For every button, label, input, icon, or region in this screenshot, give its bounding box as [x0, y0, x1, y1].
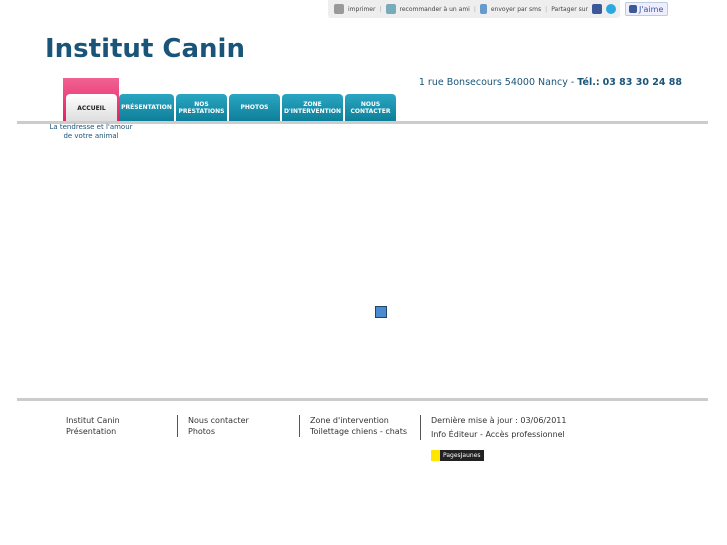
recommend-icon	[385, 4, 396, 14]
tab-prestations[interactable]: NOS PRESTATIONS	[176, 94, 227, 121]
footer-link[interactable]: Présentation	[66, 427, 117, 436]
phone-icon	[479, 4, 487, 14]
facebook-icon	[629, 5, 637, 13]
tab-contact[interactable]: NOUS CONTACTER	[345, 94, 396, 121]
footer-link[interactable]: Toilettage chiens - chats	[310, 427, 408, 436]
share-label: Partager sur	[551, 5, 588, 13]
divider	[17, 398, 708, 401]
footer-link[interactable]: Photos	[188, 427, 215, 436]
pro-access-link[interactable]: Accès professionnel	[485, 430, 565, 439]
footer-col-3: Zone d'intervention Toilettage chiens - …	[299, 415, 407, 437]
twitter-icon[interactable]	[605, 4, 616, 14]
toolbar: imprimer| recommander à un ami| envoyer …	[328, 0, 620, 18]
print-link[interactable]: imprimer	[348, 5, 376, 13]
footer-col-2: Nous contacter Photos	[177, 415, 249, 437]
tab-presentation[interactable]: PRÉSENTATION	[119, 94, 174, 121]
like-label: J'aime	[639, 4, 664, 14]
footer-link[interactable]: Nous contacter	[188, 416, 249, 425]
info-editeur-link[interactable]: Info Éditeur	[431, 430, 478, 439]
pagesjaunes-badge[interactable]: PagesJaunes	[431, 450, 484, 461]
last-updated: Dernière mise à jour : 03/06/2011	[431, 416, 567, 425]
plugin-placeholder-icon	[375, 306, 387, 318]
tagline: La tendresse et l'amour de votre animal	[49, 123, 133, 140]
separator: -	[480, 430, 483, 439]
sms-link[interactable]: envoyer par sms	[490, 5, 542, 13]
pagesjaunes-label: PagesJaunes	[440, 450, 484, 461]
pagesjaunes-icon	[431, 450, 440, 461]
tab-zone[interactable]: ZONE D'INTERVENTION	[282, 94, 343, 121]
tab-photos[interactable]: PHOTOS	[229, 94, 280, 121]
recommend-link[interactable]: recommander à un ami	[399, 5, 470, 13]
footer-link[interactable]: Institut Canin	[66, 416, 120, 425]
tab-accueil[interactable]: ACCUEIL	[66, 94, 117, 122]
facebook-icon[interactable]	[591, 4, 602, 14]
address: 1 rue Bonsecours 54000 Nancy - Tél.: 03 …	[418, 77, 682, 88]
footer-col-1: Institut Canin Présentation	[56, 415, 120, 437]
footer-link[interactable]: Zone d'intervention	[310, 416, 389, 425]
printer-icon	[334, 4, 344, 14]
footer-col-4: Dernière mise à jour : 03/06/2011 Info É…	[420, 415, 566, 440]
site-title[interactable]: Institut Canin	[45, 34, 245, 64]
divider	[17, 121, 708, 124]
like-button[interactable]: J'aime	[625, 2, 668, 16]
